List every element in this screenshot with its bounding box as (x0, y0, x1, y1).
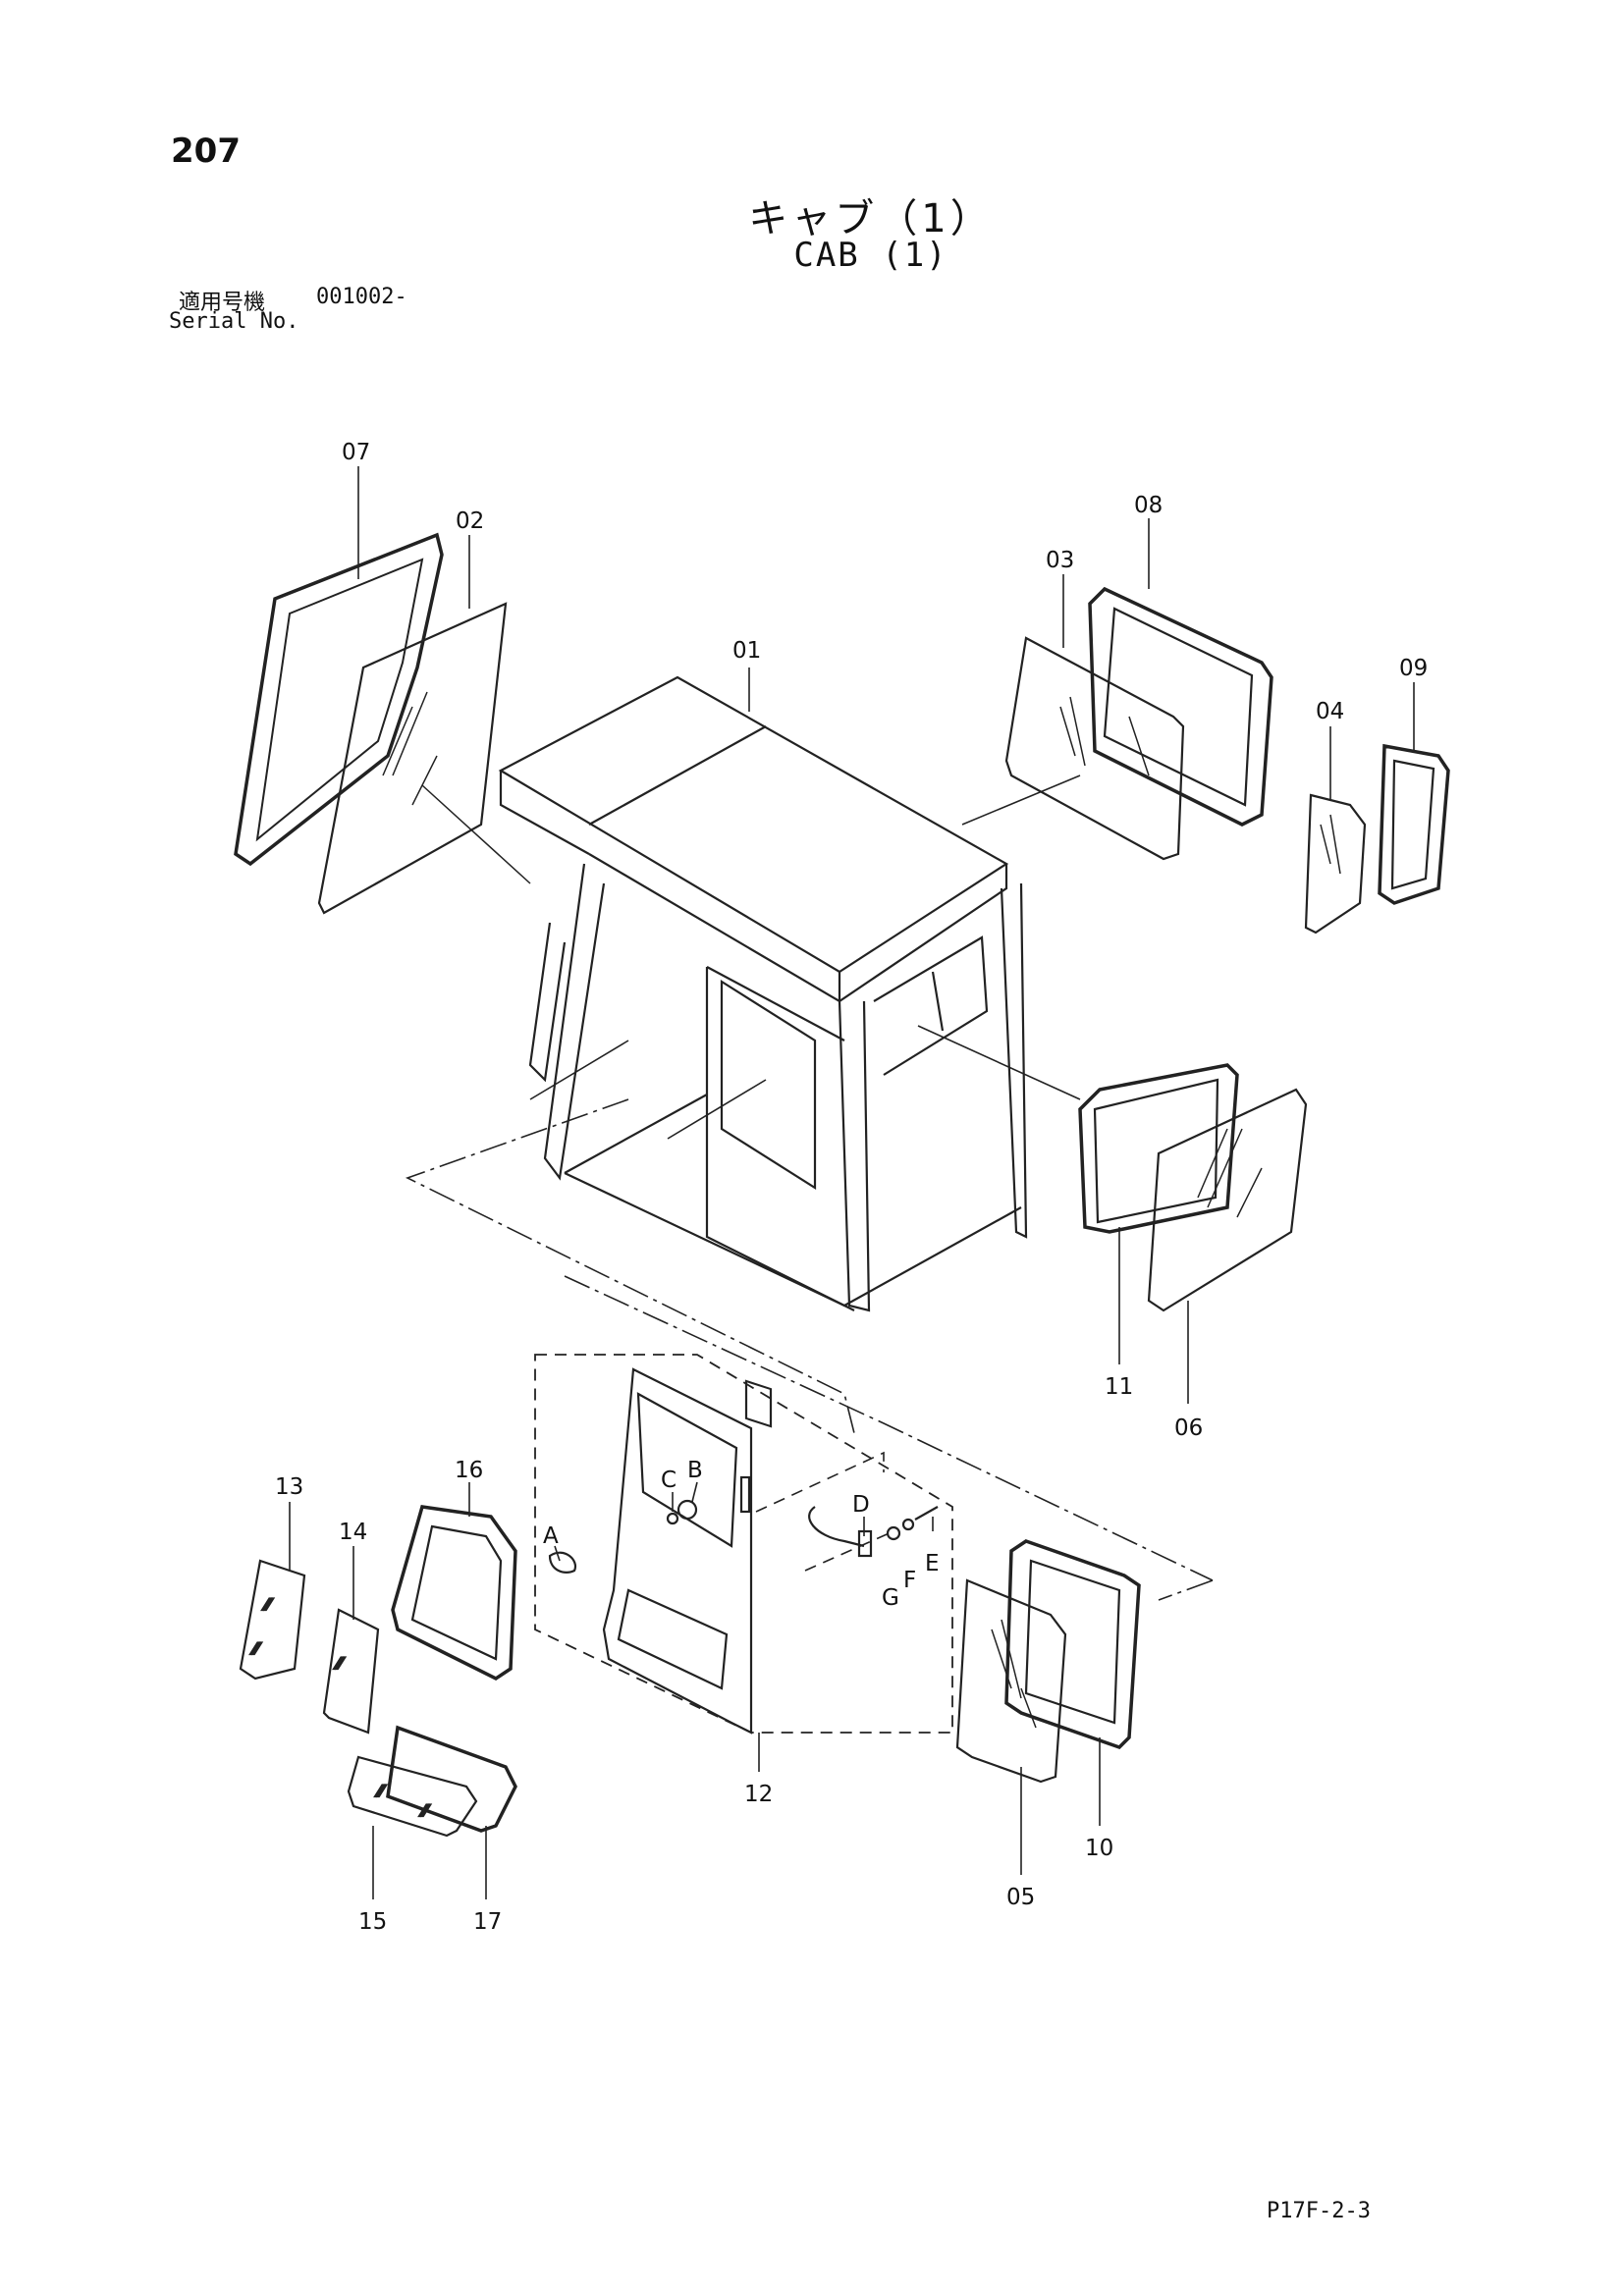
svg-text:⁄⁄: ⁄⁄ (250, 1639, 262, 1658)
callout-02: 02 (456, 508, 484, 534)
callout-15: 15 (358, 1909, 387, 1935)
part-06-glass (1147, 1088, 1308, 1312)
callout-01: 01 (732, 638, 761, 664)
serial-number-value: 001002- (316, 285, 407, 309)
part-12-door (548, 1367, 894, 1735)
part-16-seal (391, 1505, 517, 1682)
callout-f: F (903, 1568, 916, 1593)
serial-label-english: Serial No. (169, 309, 299, 334)
reference-code: P17F-2-3 (1267, 2199, 1371, 2223)
callout-g: G (882, 1585, 899, 1611)
callout-08: 08 (1134, 493, 1163, 518)
callout-a: A (543, 1523, 559, 1549)
part-13-glass: ⁄⁄ ⁄⁄ (239, 1559, 306, 1681)
callout-11: 11 (1105, 1374, 1133, 1400)
callout-d: D (852, 1492, 870, 1518)
callout-05: 05 (1006, 1885, 1035, 1910)
part-04-glass (1304, 793, 1367, 934)
svg-text:⁄⁄: ⁄⁄ (262, 1595, 274, 1614)
callout-e: E (925, 1551, 940, 1576)
part-05-glass (955, 1578, 1067, 1784)
callout-10: 10 (1085, 1836, 1113, 1861)
callout-09: 09 (1399, 656, 1428, 681)
part-09-seal (1378, 743, 1450, 905)
part-14-glass: ⁄⁄ (322, 1608, 380, 1735)
leader-lines (289, 466, 1415, 1899)
callout-12: 12 (744, 1782, 773, 1807)
title-english: CAB (1) (793, 236, 948, 275)
part-10-seal (1004, 1539, 1141, 1750)
callout-07: 07 (342, 440, 370, 465)
callout-16: 16 (455, 1458, 483, 1483)
callout-17: 17 (473, 1909, 502, 1935)
part-15-glass: ⁄⁄ ⁄⁄ (347, 1755, 478, 1838)
page-number: 207 (171, 132, 241, 171)
callout-b: B (687, 1458, 703, 1483)
door-lock-parts (808, 1506, 939, 1558)
part-02-glass (317, 602, 531, 915)
cab-frame (498, 675, 1081, 1428)
title-japanese: キャブ（1） (748, 196, 994, 241)
callout-13: 13 (275, 1474, 303, 1500)
callout-04: 04 (1316, 699, 1344, 724)
callout-labels: 07 02 01 03 08 04 09 11 06 13 14 16 15 1… (275, 440, 1428, 1935)
callout-14: 14 (339, 1520, 367, 1545)
svg-text:⁄⁄: ⁄⁄ (334, 1654, 346, 1673)
part-07-seal (234, 532, 444, 867)
part-08-seal (1088, 586, 1273, 827)
svg-text:⁄⁄: ⁄⁄ (375, 1782, 387, 1800)
part-11-seal (1078, 1063, 1239, 1234)
part-03-glass (961, 636, 1185, 861)
part-17-seal (386, 1725, 517, 1833)
callout-06: 06 (1174, 1415, 1203, 1441)
serial-label-japanese: 適用号機 (179, 291, 266, 315)
callout-c: C (661, 1468, 677, 1493)
callout-03: 03 (1046, 548, 1074, 573)
